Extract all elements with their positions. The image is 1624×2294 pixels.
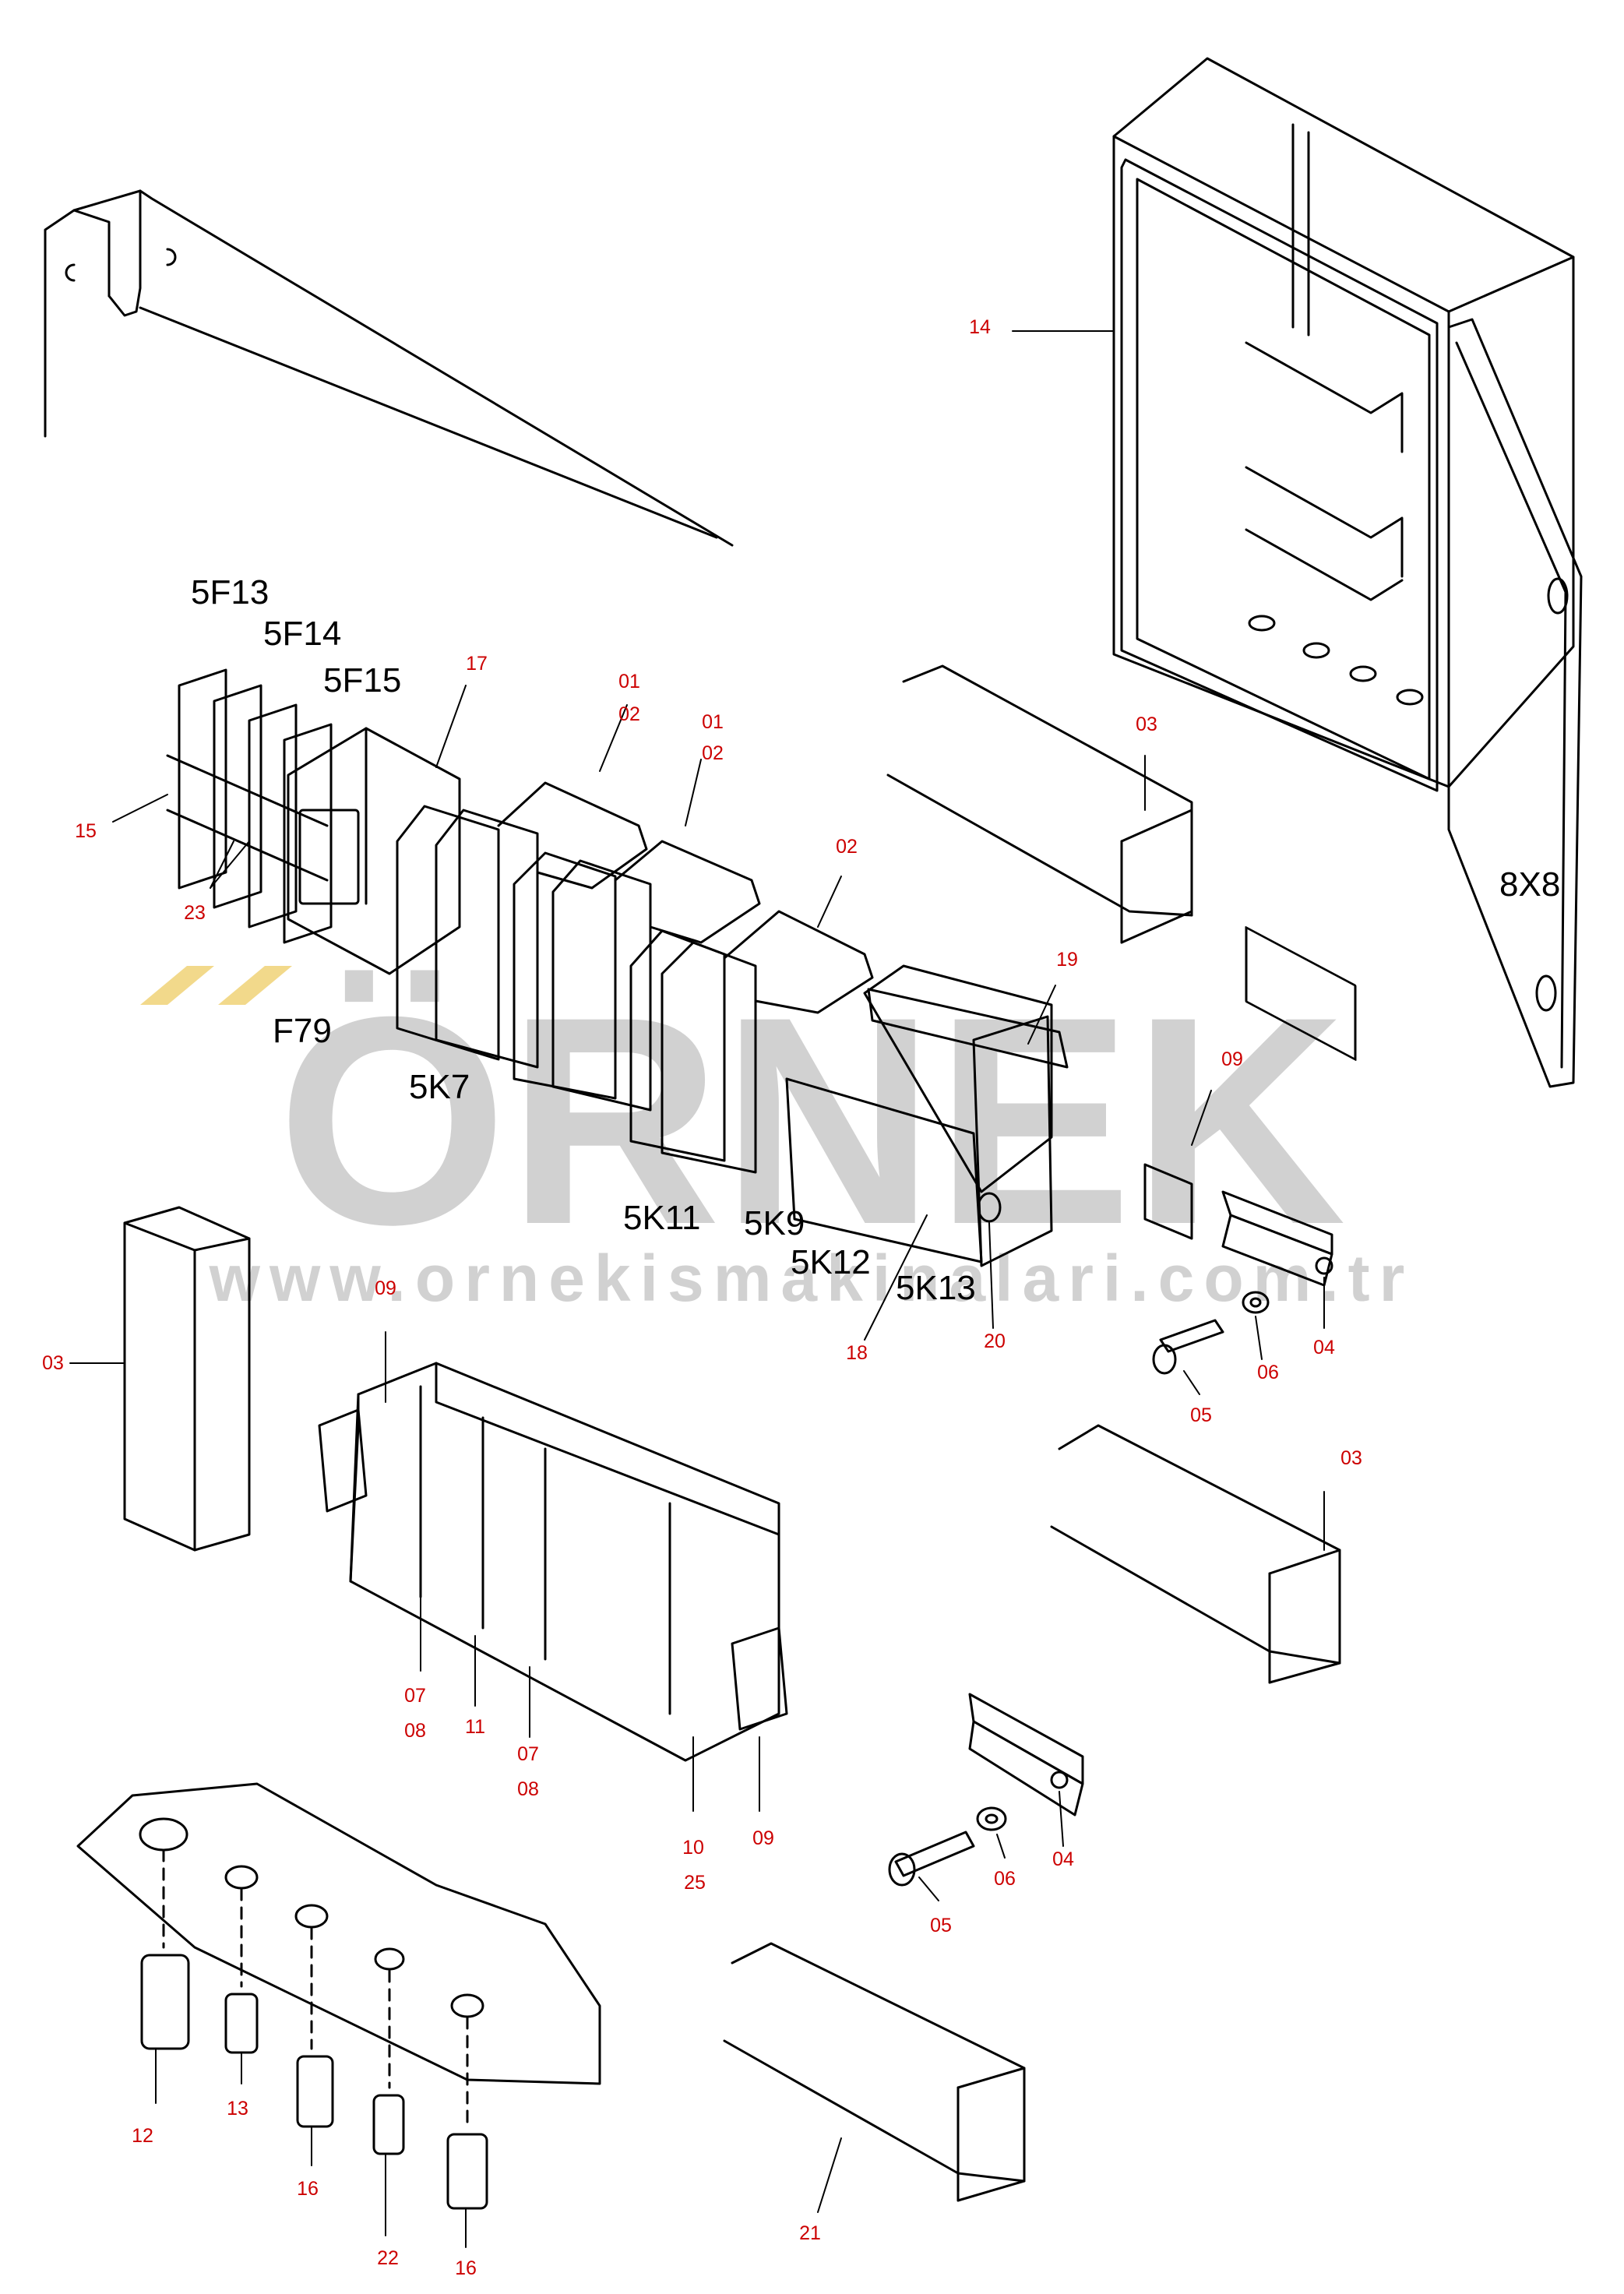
callout-05: 05 [1190, 1404, 1212, 1426]
designator-f79: F79 [273, 1012, 332, 1050]
callout-22: 22 [377, 2247, 399, 2269]
designator-5k11: 5K11 [623, 1199, 701, 1237]
callout-07: 07 [404, 1685, 426, 1707]
callout-03: 03 [1136, 714, 1157, 735]
callout-14: 14 [969, 316, 991, 338]
callout-09: 09 [1221, 1048, 1243, 1070]
callout-17: 17 [466, 653, 488, 675]
watermark-url: www.ornekismakinalari.com.tr [209, 1242, 1414, 1315]
watermark: ÖRNEK www.ornekismakinalari.com.tr [140, 955, 1414, 1315]
callout-03: 03 [1340, 1447, 1362, 1469]
callout-02: 02 [618, 703, 640, 725]
watermark-accent-mark [140, 966, 214, 1005]
designator-5f14: 5F14 [263, 615, 341, 653]
leader-lines [69, 330, 1325, 2248]
callout-02: 02 [836, 836, 858, 858]
callout-08: 08 [404, 1720, 426, 1742]
cable-duct-vertical [123, 1206, 251, 1552]
callout-19: 19 [1056, 949, 1078, 971]
terminal-blocks [318, 1362, 788, 1762]
callout-23: 23 [184, 902, 206, 924]
callout-16: 16 [455, 2257, 477, 2279]
callout-07: 07 [517, 1743, 539, 1765]
callout-10: 10 [682, 1837, 704, 1859]
designator-5f15: 5F15 [323, 661, 401, 699]
enclosure-cabinet [1112, 57, 1583, 1088]
cable-duct-middle-right [1050, 1424, 1341, 1684]
callout-06: 06 [994, 1868, 1016, 1890]
callout-08: 08 [517, 1778, 539, 1800]
line-art [44, 57, 1583, 2248]
callout-labels: 14 03 01 02 01 02 02 17 15 23 19 09 18 2… [42, 316, 1362, 2279]
relay-base-block [785, 964, 1069, 1267]
watermark-logo: ÖRNEK [277, 955, 1346, 1286]
callout-12: 12 [132, 2125, 153, 2147]
callout-16: 16 [297, 2178, 319, 2200]
watermark-accent-mark [218, 966, 292, 1005]
gland-plate [76, 1782, 601, 2128]
callout-02: 02 [702, 742, 724, 764]
callout-06: 06 [1257, 1362, 1279, 1383]
callout-01: 01 [702, 711, 724, 733]
designator-5k12: 5K12 [791, 1243, 871, 1281]
callout-05: 05 [930, 1915, 952, 1936]
cable-duct-bottom [723, 1942, 1026, 2202]
callout-18: 18 [846, 1342, 868, 1364]
callout-11: 11 [465, 1716, 485, 1738]
callout-09: 09 [752, 1827, 774, 1849]
designator-5f13: 5F13 [191, 573, 269, 611]
designator-5k13: 5K13 [896, 1269, 976, 1307]
din-rail-lower [888, 1693, 1084, 1887]
cable-duct-upper-right [886, 664, 1193, 944]
callout-13: 13 [227, 2098, 248, 2120]
callout-01: 01 [618, 671, 640, 692]
callout-04: 04 [1052, 1848, 1074, 1870]
callout-04: 04 [1313, 1337, 1335, 1358]
device-designators: 5F13 5F14 5F15 F79 5K7 5K11 5K9 5K12 5K1… [191, 573, 1560, 1307]
relay-f79 [287, 727, 461, 975]
callout-03: 03 [42, 1352, 64, 1374]
callout-25: 25 [684, 1872, 706, 1894]
callout-21: 21 [799, 2222, 821, 2244]
callout-20: 20 [984, 1330, 1006, 1352]
contactors [396, 781, 874, 1174]
mounting-plate [44, 189, 734, 547]
callout-15: 15 [75, 820, 97, 842]
designator-8x8: 8X8 [1499, 865, 1560, 904]
designator-5k7: 5K7 [409, 1068, 470, 1106]
designator-5k9: 5K9 [744, 1204, 805, 1242]
cable-glands [140, 1954, 488, 2210]
callout-09: 09 [375, 1277, 396, 1299]
